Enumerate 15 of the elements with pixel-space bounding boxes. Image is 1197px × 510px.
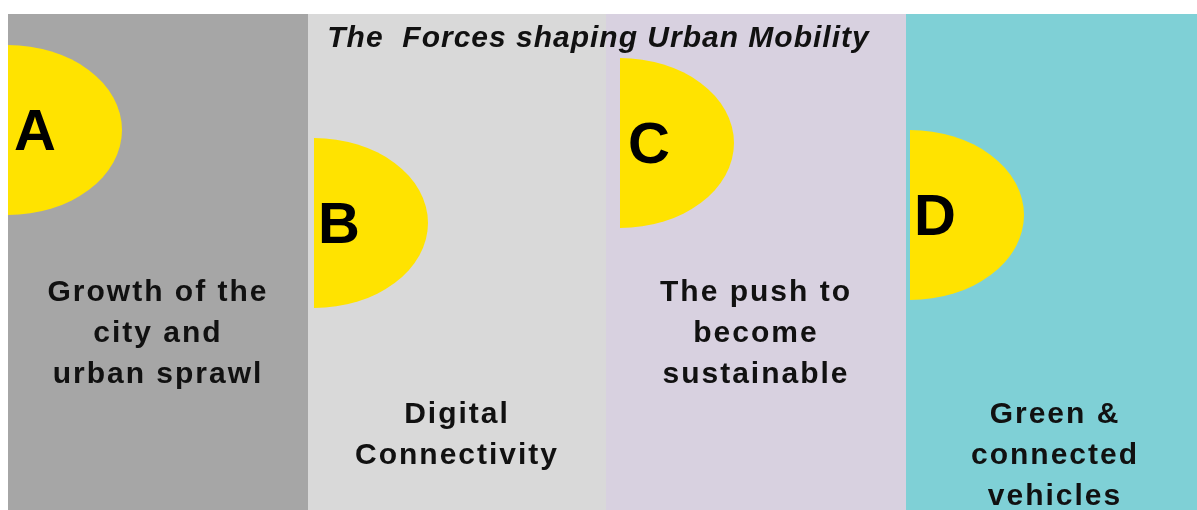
- diagram-title: The Forces shaping Urban Mobility: [326, 20, 871, 54]
- letter-label: A: [14, 101, 56, 159]
- half-circle-badge: [314, 138, 428, 308]
- column-heading: Growth of the city and urban sprawl: [46, 273, 270, 391]
- column-heading: Digital Connectivity: [354, 395, 560, 472]
- letter-label: C: [628, 114, 670, 172]
- column-panel: [906, 14, 1197, 510]
- half-circle-badge: [910, 130, 1024, 300]
- column-heading: Green & connected vehicles: [970, 395, 1140, 510]
- letter-label: D: [914, 186, 956, 244]
- half-circle-badge: [620, 58, 734, 228]
- column-panel: [8, 14, 308, 510]
- column-heading: The push to become sustainable: [659, 273, 853, 391]
- half-circle-badge: [8, 45, 122, 215]
- letter-label: B: [318, 194, 360, 252]
